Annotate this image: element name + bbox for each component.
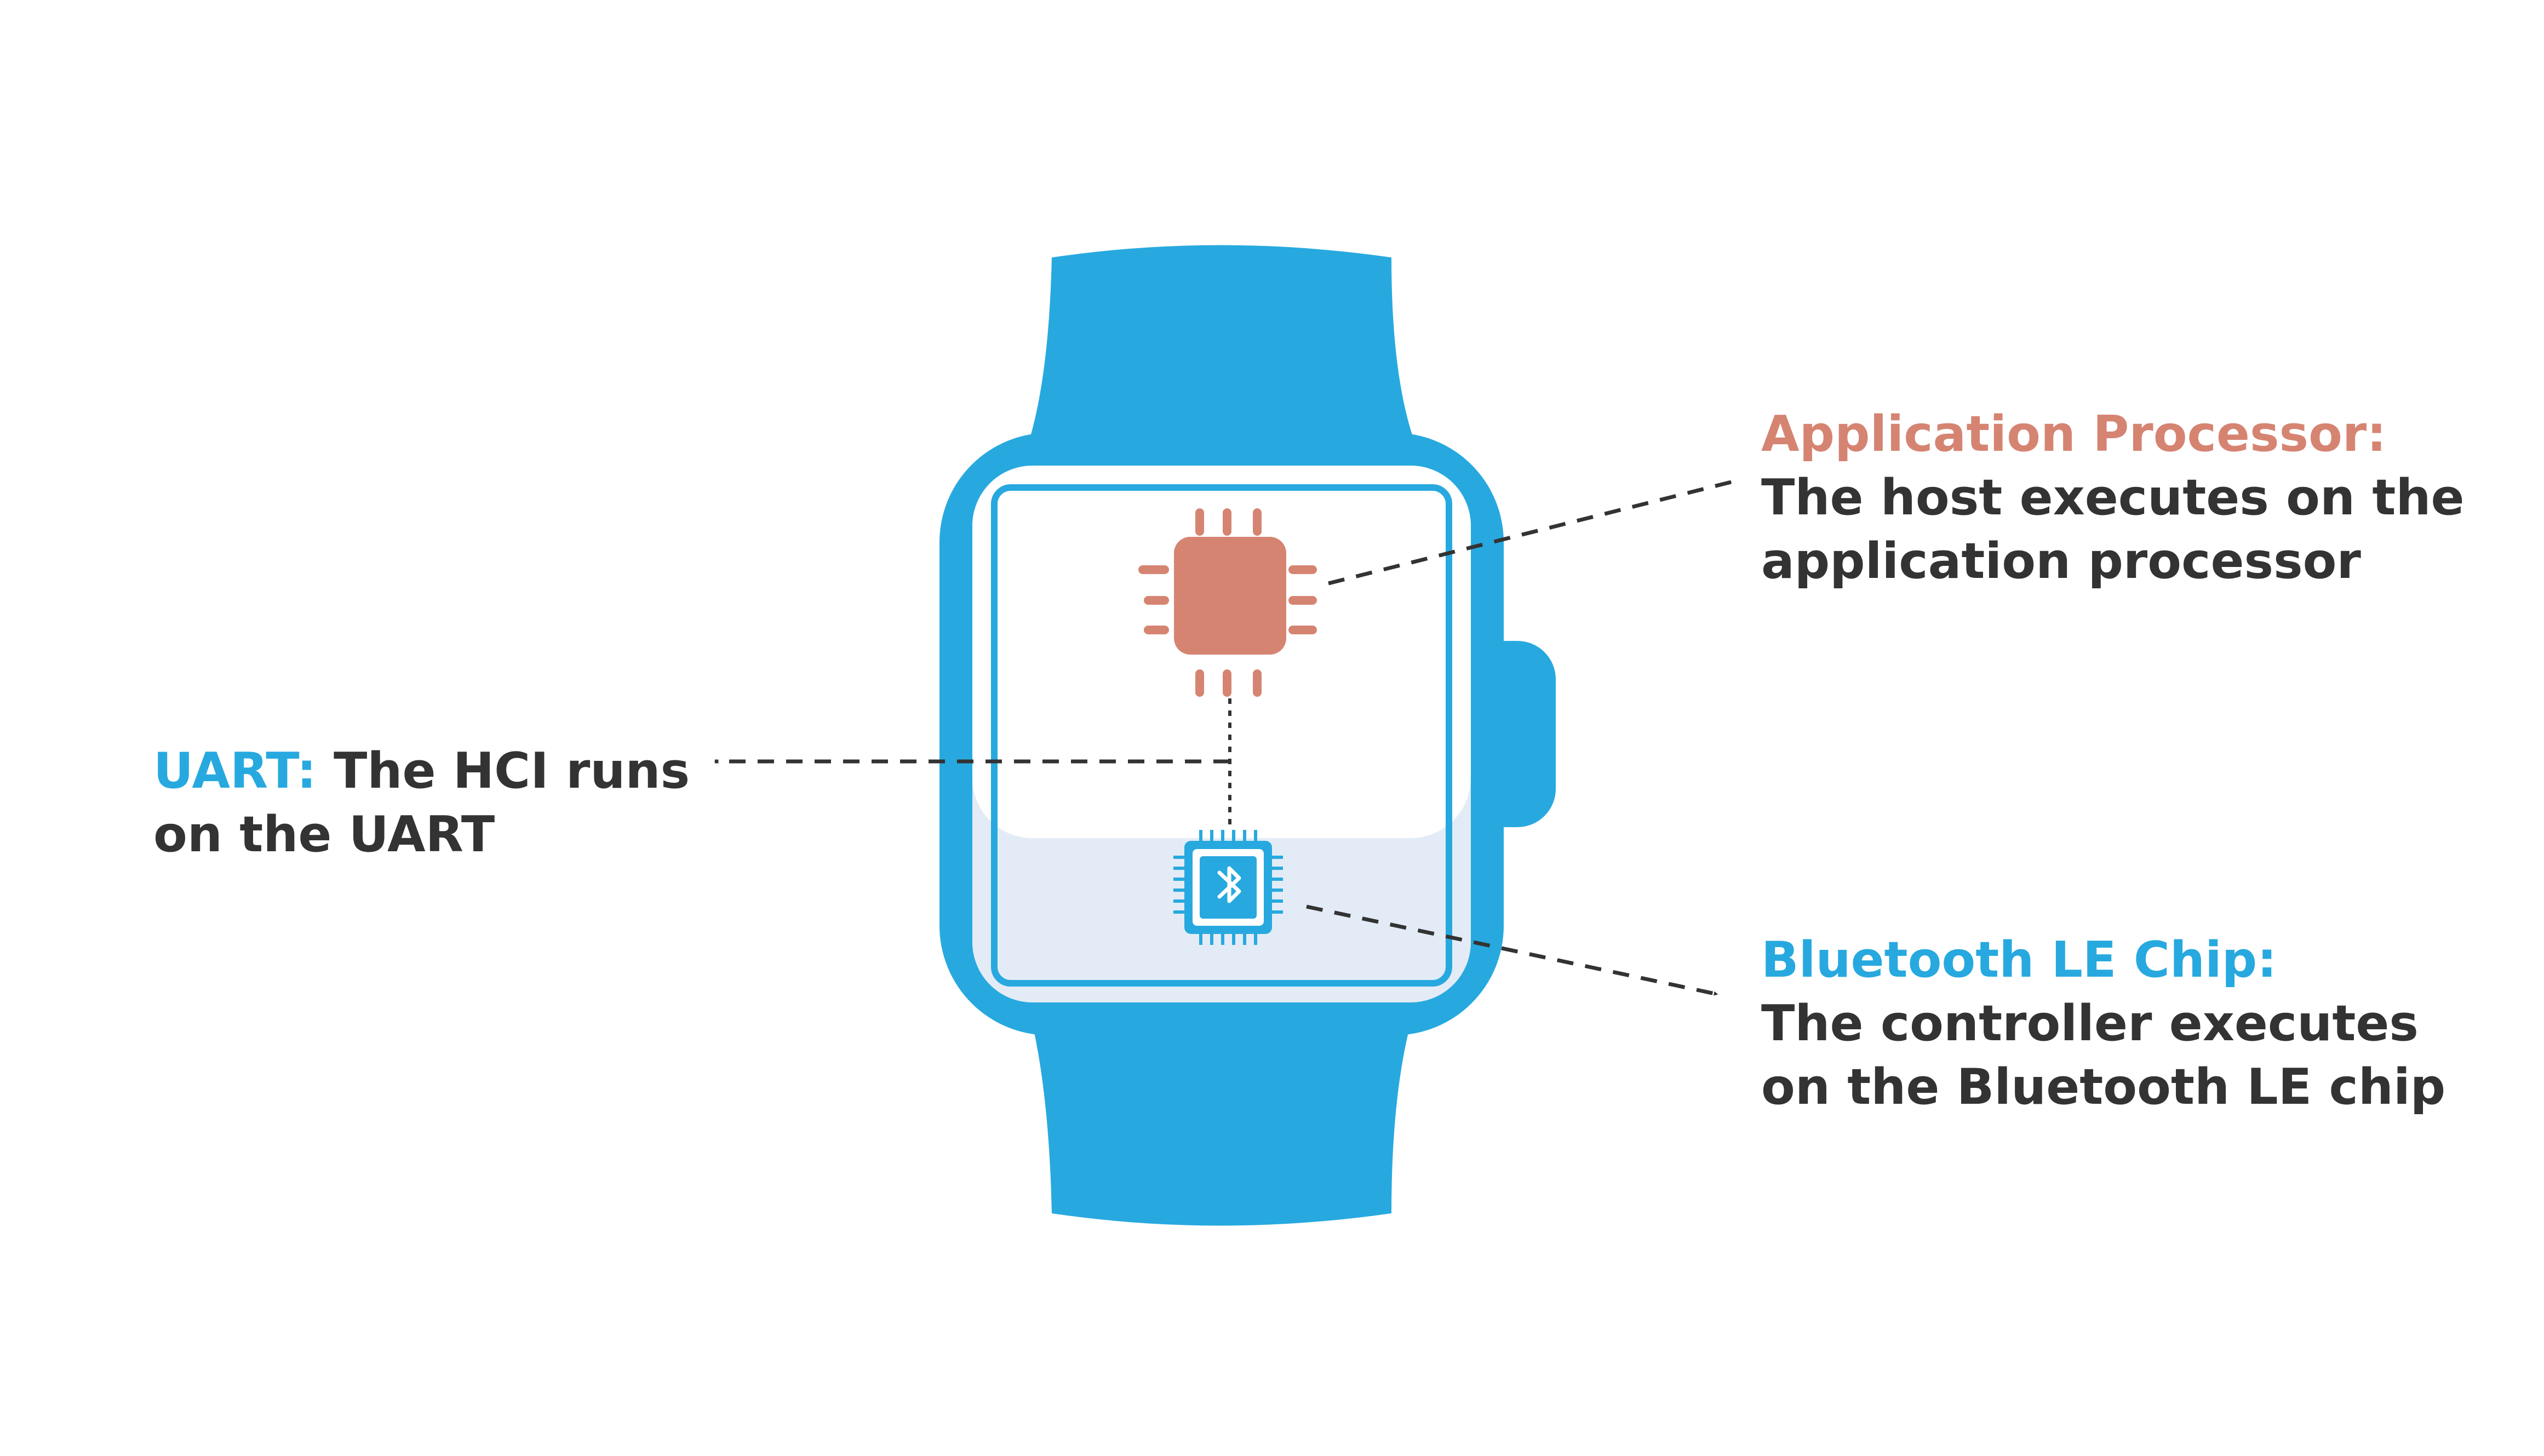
callout-uart-title: UART: <box>153 742 317 800</box>
bluetooth-chip-icon <box>1173 830 1283 945</box>
smartwatch <box>939 245 1556 1226</box>
bluetooth-symbol-icon <box>1217 866 1241 903</box>
watch-strap-bottom <box>1030 1013 1413 1226</box>
callout-uart: UART: The HCI runs on the UART <box>153 740 690 867</box>
callout-application-processor-line1: The host executes on the <box>1761 469 2465 526</box>
arrow-to-bluetooth-le-chip <box>1306 904 1718 996</box>
callout-application-processor-line2: application processor <box>1761 532 2361 590</box>
callout-application-processor-title: Application Processor: <box>1761 405 2387 463</box>
callout-bluetooth-le-chip-line2: on the Bluetooth LE chip <box>1761 1058 2446 1116</box>
callout-uart-line2: on the UART <box>153 806 495 863</box>
watch-strap-top <box>1030 245 1413 438</box>
callout-application-processor: Application Processor: The host executes… <box>1761 403 2465 593</box>
callout-bluetooth-le-chip-title: Bluetooth LE Chip: <box>1761 931 2277 989</box>
watch-screen-inner-border <box>991 484 1452 987</box>
callout-bluetooth-le-chip-line1: The controller executes <box>1761 995 2419 1052</box>
arrow-to-application-processor <box>1328 480 1732 586</box>
cpu-chip-body <box>1174 537 1286 655</box>
callout-bluetooth-le-chip: Bluetooth LE Chip: The controller execut… <box>1761 928 2445 1119</box>
callout-uart-line1: The HCI runs <box>316 742 690 800</box>
